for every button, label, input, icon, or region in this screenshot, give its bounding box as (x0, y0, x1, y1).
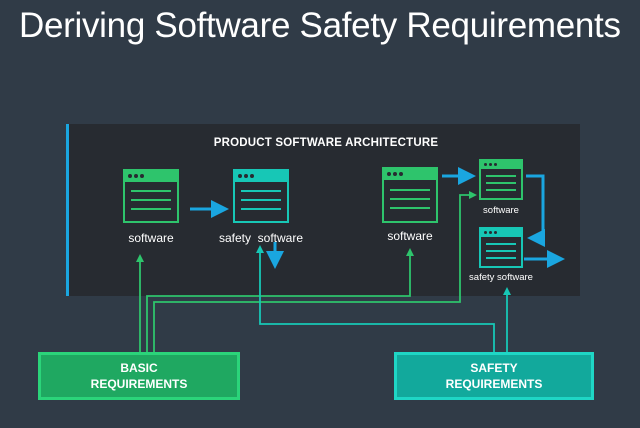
component-label: software (128, 231, 174, 245)
window-icon (382, 167, 438, 223)
component-label: safety software (218, 231, 304, 245)
architecture-accent-bar (66, 124, 69, 296)
safety-req-line-1 (256, 245, 495, 352)
component-label: software (387, 229, 433, 243)
safety-requirements-line2: REQUIREMENTS (445, 377, 543, 391)
page-title: Deriving Software Safety Requirements (19, 6, 621, 45)
window-icon (233, 169, 289, 223)
window-icon (479, 227, 523, 268)
safety-requirements-box: SAFETY REQUIREMENTS (394, 352, 594, 400)
flow-arrow-3 (526, 174, 545, 247)
safety-requirements-line1: SAFETY (470, 361, 518, 375)
basic-requirements-line1: BASIC (120, 361, 158, 375)
basic-req-line-2 (146, 248, 414, 352)
basic-requirements-box: BASIC REQUIREMENTS (38, 352, 240, 400)
architecture-label: PRODUCT SOFTWARE ARCHITECTURE (213, 137, 439, 149)
basic-requirements-line2: REQUIREMENTS (90, 377, 188, 391)
component-label: software (483, 205, 519, 216)
window-icon (479, 159, 523, 200)
basic-req-line-3 (153, 191, 477, 352)
window-icon (123, 169, 179, 223)
component-label: safety software (469, 272, 533, 283)
